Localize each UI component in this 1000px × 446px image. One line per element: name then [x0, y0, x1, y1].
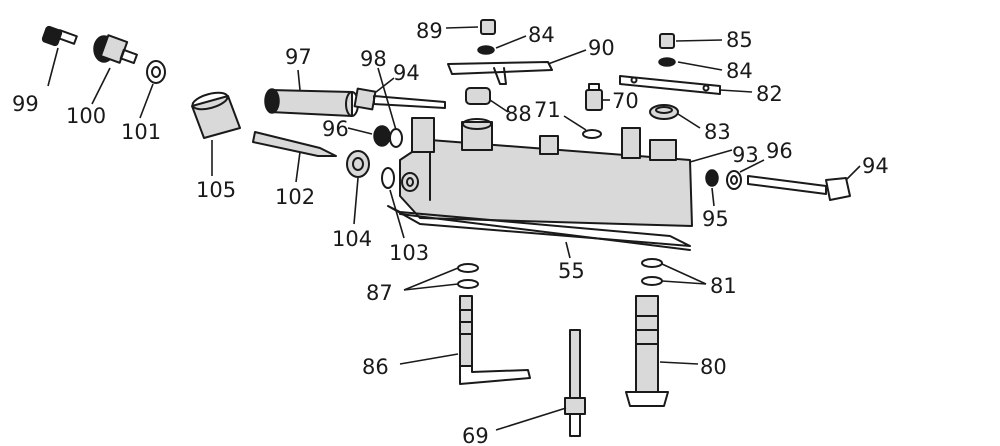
part-label-l94b: 94	[862, 154, 889, 178]
part-105-sleeve	[191, 91, 241, 176]
part-label-l103: 103	[389, 241, 429, 265]
part-100-plug	[91, 34, 138, 105]
part-label-l99: 99	[12, 92, 39, 116]
part-label-l98: 98	[360, 47, 387, 71]
part-label-l86: 86	[362, 355, 389, 379]
part-90-lever	[447, 49, 587, 85]
part-label-l55: 55	[558, 259, 585, 283]
part-96-washer-right	[726, 159, 765, 190]
part-104-bushing	[346, 150, 370, 225]
part-label-l82: 82	[756, 82, 783, 106]
part-label-l97: 97	[285, 45, 312, 69]
part-label-l96b: 96	[766, 139, 793, 163]
part-70-fitting	[585, 83, 610, 111]
part-71-washer	[563, 115, 602, 139]
part-87-seals	[403, 263, 479, 291]
part-84-washer-left	[477, 35, 527, 55]
part-102-pin	[252, 131, 337, 183]
part-label-l81: 81	[710, 274, 737, 298]
part-101-washer	[139, 60, 166, 119]
part-label-l95: 95	[702, 207, 729, 231]
part-label-l90: 90	[588, 36, 615, 60]
part-label-l83: 83	[704, 120, 731, 144]
part-label-l89: 89	[416, 19, 443, 43]
part-label-l84b: 84	[726, 59, 753, 83]
part-80-spindle	[625, 295, 699, 407]
part-label-l94a: 94	[393, 61, 420, 85]
part-label-l70: 70	[612, 89, 639, 113]
part-label-l69: 69	[462, 424, 489, 446]
part-label-l105: 105	[196, 178, 236, 202]
part-89-nut	[445, 19, 496, 35]
part-94-bolt-lower	[747, 165, 861, 201]
part-93-housing	[399, 117, 733, 227]
part-label-l93: 93	[732, 143, 759, 167]
part-85-nut	[659, 33, 723, 49]
part-label-l80: 80	[700, 355, 727, 379]
part-label-l102: 102	[275, 185, 315, 209]
part-label-l71: 71	[534, 98, 561, 122]
part-label-l100: 100	[66, 104, 106, 128]
part-98-stud	[377, 67, 397, 131]
part-label-l85: 85	[726, 28, 753, 52]
part-label-l104: 104	[332, 227, 372, 251]
part-label-l88: 88	[505, 102, 532, 126]
part-103-washer	[381, 167, 405, 239]
part-83-bushing	[649, 104, 701, 129]
part-84-washer-right	[658, 57, 723, 71]
part-label-l84a: 84	[528, 23, 555, 47]
part-label-l87: 87	[366, 281, 393, 305]
part-94-bolt-upper	[353, 77, 446, 111]
part-86-spindle	[399, 295, 531, 385]
part-99-bolt	[41, 25, 78, 87]
part-82-link	[619, 75, 753, 95]
part-55-gasket	[387, 205, 691, 259]
part-96-nut-left	[347, 125, 403, 148]
part-label-l96a: 96	[322, 117, 349, 141]
part-69-shaft	[495, 329, 586, 437]
part-88-block	[465, 87, 509, 113]
part-81-seals	[641, 258, 707, 286]
part-95-washer	[705, 169, 719, 207]
part-97-tube	[264, 69, 359, 117]
part-label-l101: 101	[121, 120, 161, 144]
